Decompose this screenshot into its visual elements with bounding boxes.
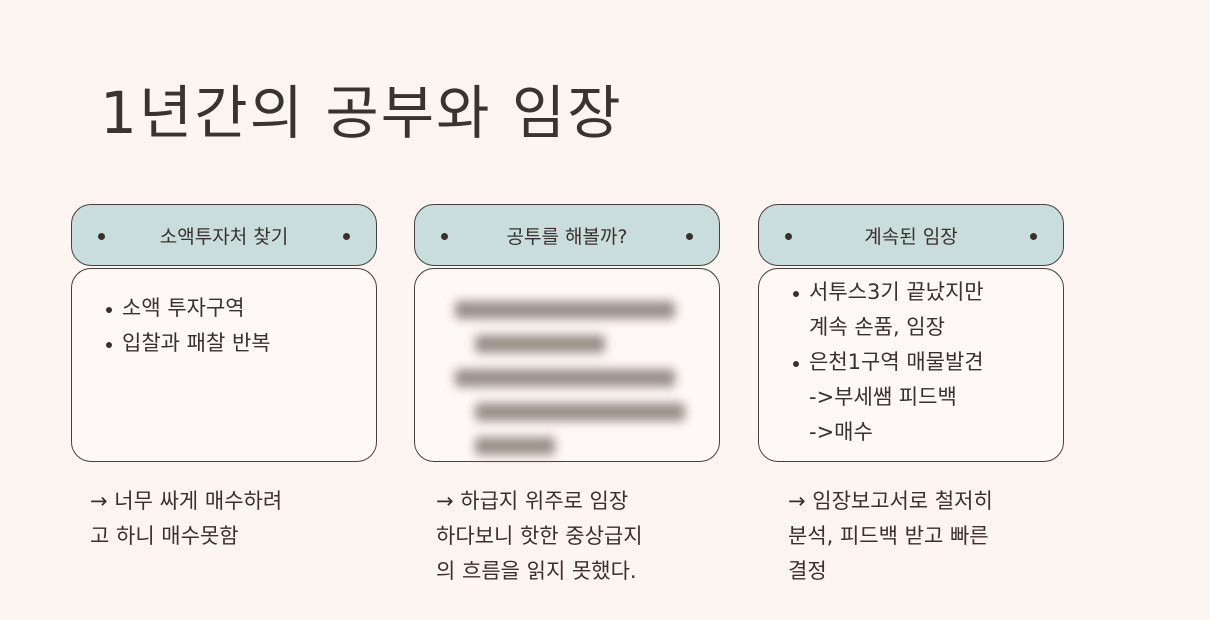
list-item: 소액 투자구역 <box>106 291 366 326</box>
list-item: ->부세쌤 피드백 <box>809 385 957 409</box>
card-continued-visits: 계속된 임장 서투스3기 끝났지만 계속 손품, 임장 은천1구역 매물발견 -… <box>758 204 1064 462</box>
page-title: 1년간의 공부와 임장 <box>100 79 623 147</box>
bullet-icon <box>1030 233 1037 240</box>
note-line: 분석, 피드백 받고 빠른 <box>788 524 989 548</box>
note-line: → 임장보고서로 철저히 <box>788 489 993 513</box>
card-joint-investment: 공투를 해볼까? <box>414 204 720 462</box>
blurred-content <box>455 301 709 455</box>
card-header: 계속된 임장 <box>758 204 1064 266</box>
note-1: → 너무 싸게 매수하려 고 하니 매수못함 <box>90 484 390 554</box>
list-item: ->매수 <box>809 420 873 444</box>
note-line: 하다보니 핫한 중상급지 <box>436 524 643 548</box>
note-line: 고 하니 매수못함 <box>90 524 239 548</box>
card-header-label: 공투를 해볼까? <box>506 225 628 248</box>
card-header-label: 소액투자처 찾기 <box>159 225 289 248</box>
list-item: 서투스3기 끝났지만 <box>793 275 1053 310</box>
note-3: → 임장보고서로 철저히 분석, 피드백 받고 빠른 결정 <box>788 484 1088 589</box>
bullet-icon <box>686 233 693 240</box>
note-line: 의 흐름을 읽지 못했다. <box>436 559 637 583</box>
bullet-icon <box>343 233 350 240</box>
card-header: 공투를 해볼까? <box>414 204 720 266</box>
list-item: 은천1구역 매물발견 <box>793 345 1053 380</box>
bullet-icon <box>441 233 448 240</box>
card-body: 소액 투자구역 입찰과 패찰 반복 <box>71 268 377 462</box>
note-line: → 너무 싸게 매수하려 <box>90 489 283 513</box>
card-small-investment: 소액투자처 찾기 소액 투자구역 입찰과 패찰 반복 <box>71 204 377 462</box>
card-header: 소액투자처 찾기 <box>71 204 377 266</box>
card-header-label: 계속된 임장 <box>864 225 958 248</box>
bullet-icon <box>785 233 792 240</box>
bullet-icon <box>98 233 105 240</box>
list-item: 계속 손품, 임장 <box>809 315 945 339</box>
card-body-blurred <box>414 268 720 462</box>
card-body: 서투스3기 끝났지만 계속 손품, 임장 은천1구역 매물발견 ->부세쌤 피드… <box>758 268 1064 462</box>
note-2: → 하급지 위주로 임장 하다보니 핫한 중상급지 의 흐름을 읽지 못했다. <box>436 484 736 589</box>
list-item: 입찰과 패찰 반복 <box>106 326 366 361</box>
note-line: → 하급지 위주로 임장 <box>436 489 629 513</box>
note-line: 결정 <box>788 559 827 583</box>
